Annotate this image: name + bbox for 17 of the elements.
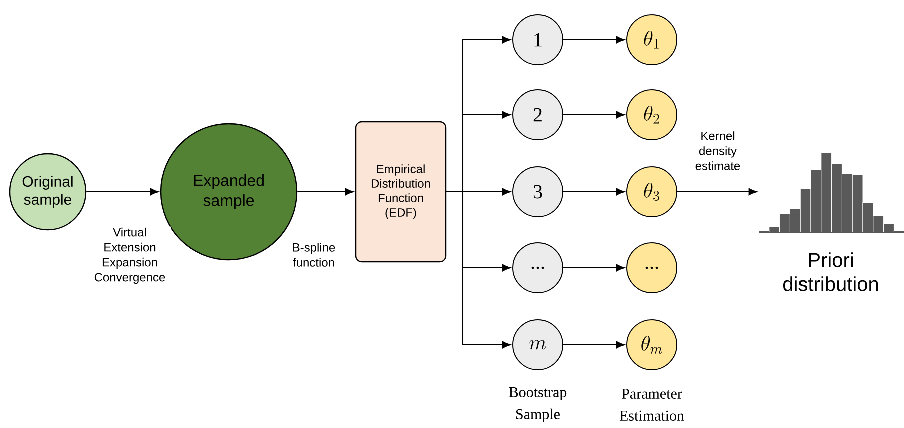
process-box: Empirical Distribution Function (EDF) — [355, 121, 447, 263]
edge-label: Virtual Extension Expansion Convergence — [89, 226, 171, 286]
arrow — [563, 36, 626, 44]
arrow — [563, 111, 626, 119]
histogram-drawing — [758, 152, 904, 234]
arrow — [563, 188, 626, 196]
circle-node: Original sample — [9, 153, 87, 231]
arrow — [563, 341, 626, 349]
arrow — [446, 192, 512, 349]
arrow — [563, 264, 626, 272]
arrow — [677, 188, 758, 196]
edge-label: Kernel density estimate — [687, 130, 749, 172]
arrow — [86, 188, 159, 196]
arrow — [297, 188, 354, 196]
column-caption: Parameter Estimation — [620, 389, 684, 421]
column-caption: Bootstrap Sample — [509, 388, 567, 423]
node-label: Priori distribution — [784, 252, 878, 292]
